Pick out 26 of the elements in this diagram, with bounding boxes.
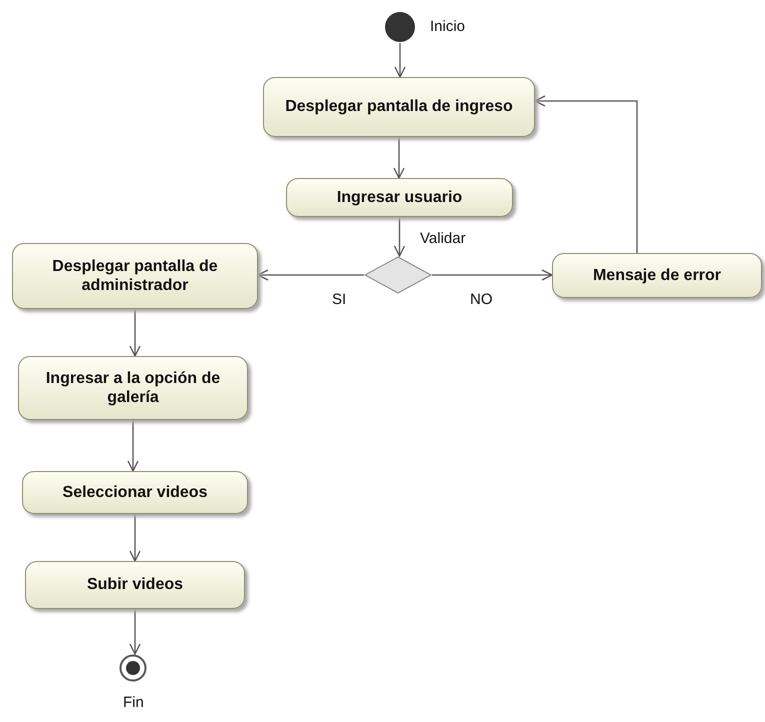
arrow (394, 43, 406, 78)
arrow (127, 420, 139, 472)
activity-box (12, 243, 258, 309)
activity-box (18, 356, 248, 420)
arrow (534, 95, 638, 253)
arrow (257, 269, 364, 281)
node-caption: Fin (123, 694, 144, 711)
activity-box (22, 471, 248, 514)
node-caption: Inicio (430, 18, 466, 35)
activity-label: Subir videos (86, 575, 184, 595)
activity-label: Desplegar pantalla de ingreso (284, 97, 514, 117)
activity-label: Mensaje de error (592, 266, 722, 286)
activity-box (286, 178, 513, 217)
activity-label: Desplegar pantalla de administrador (51, 256, 219, 296)
activity-box (25, 561, 245, 609)
arrow (394, 217, 406, 257)
arrow (393, 137, 405, 179)
arrow (129, 309, 141, 357)
activity-label: Ingresar usuario (336, 188, 464, 208)
arrow (129, 609, 141, 655)
activity-box (552, 253, 762, 298)
activity-label: Ingresar a la opción de galería (44, 368, 222, 408)
arrow (432, 269, 553, 281)
arrow (129, 514, 141, 562)
activity-box (263, 77, 535, 137)
activity-label: Seleccionar videos (62, 482, 208, 502)
